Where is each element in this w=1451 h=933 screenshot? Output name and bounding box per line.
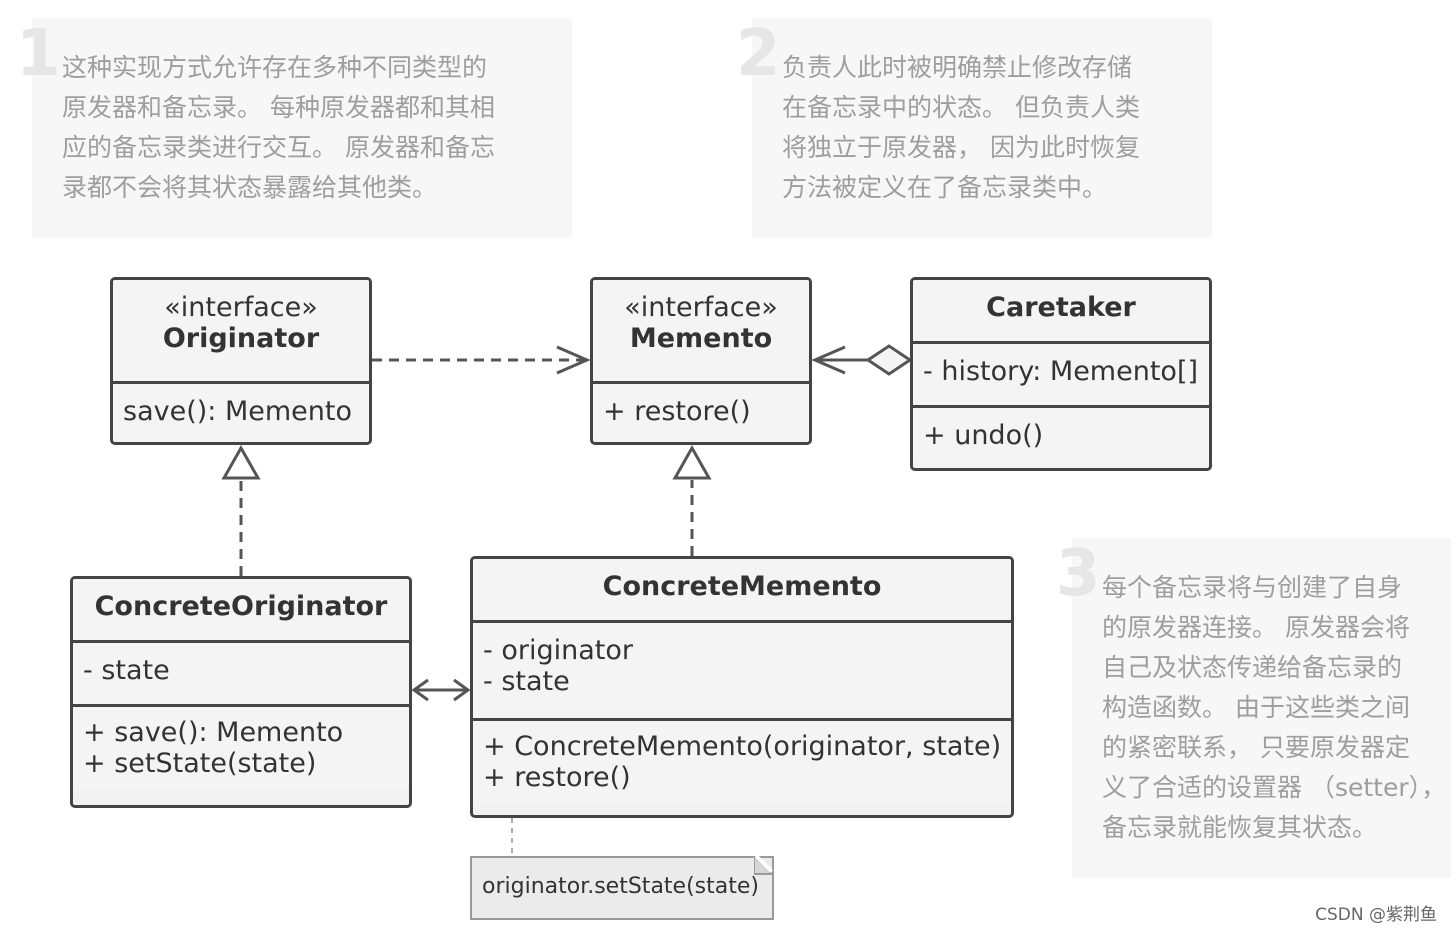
caretaker-fields: - history: Memento[] (913, 344, 1209, 408)
concrete-memento-method-2: + restore() (483, 762, 631, 793)
concrete-memento-method-1: + ConcreteMemento(originator, state) (483, 731, 1002, 762)
originator-methods: save(): Memento (113, 384, 369, 439)
originator-stereotype: «interface» (164, 292, 318, 323)
memento-method: + restore() (603, 396, 751, 427)
concrete-originator-name: ConcreteOriginator (94, 591, 388, 622)
concrete-originator-class: ConcreteOriginator - state + save(): Mem… (70, 576, 412, 808)
watermark: CSDN @紫荆鱼 (1315, 905, 1437, 925)
note-2-number: 2 (736, 17, 781, 91)
concrete-memento-fields: - originator - state (473, 623, 1011, 721)
note-1-number: 1 (16, 17, 61, 91)
note-1 (32, 18, 572, 238)
memento-methods: + restore() (593, 384, 809, 439)
memento-name: Memento (629, 323, 773, 354)
aggregation-diamond (865, 344, 913, 376)
originator-name: Originator (162, 323, 320, 354)
concrete-originator-fields: - state (73, 643, 409, 707)
concrete-memento-field-1: - originator (483, 635, 633, 666)
caretaker-name: Caretaker (986, 292, 1136, 323)
concrete-originator-method-1: + save(): Memento (83, 717, 344, 748)
note-2 (752, 18, 1212, 238)
caretaker-method: + undo() (923, 420, 1044, 451)
concrete-memento-name: ConcreteMemento (602, 571, 882, 602)
code-note: originator.setState(state) (470, 856, 774, 920)
association-arrow-right (453, 678, 471, 702)
concrete-originator-field: - state (83, 655, 170, 686)
memento-stereotype: «interface» (624, 292, 778, 323)
originator-header: «interface» Originator (113, 280, 369, 384)
memento-header: «interface» Memento (593, 280, 809, 384)
note-1-text: 这种实现方式允许存在多种不同类型的 原发器和备忘录。 每种原发器都和其相 应的备… (62, 53, 495, 202)
dependency-arrowhead (556, 345, 591, 375)
association-arrow-left (411, 678, 429, 702)
note-3-number: 3 (1056, 537, 1101, 611)
concrete-memento-header: ConcreteMemento (473, 559, 1011, 623)
originator-class: «interface» Originator save(): Memento (110, 277, 372, 445)
concrete-memento-class: ConcreteMemento - originator - state + C… (470, 556, 1014, 818)
realization-triangle-originator (221, 444, 261, 480)
concrete-originator-method-2: + setState(state) (83, 748, 317, 779)
concrete-memento-field-2: - state (483, 666, 570, 697)
code-note-fold-icon (754, 856, 774, 875)
aggregation-arrowhead (811, 345, 846, 375)
caretaker-methods: + undo() (913, 408, 1209, 463)
code-note-text: originator.setState(state) (482, 874, 759, 899)
concrete-originator-header: ConcreteOriginator (73, 579, 409, 643)
note-3-text: 每个备忘录将与创建了自身 的原发器连接。 原发器会将 自己及状态传递给备忘录的 … (1102, 573, 1447, 842)
concrete-memento-methods: + ConcreteMemento(originator, state) + r… (473, 721, 1011, 803)
caretaker-class: Caretaker - history: Memento[] + undo() (910, 277, 1212, 471)
caretaker-header: Caretaker (913, 280, 1209, 344)
memento-class: «interface» Memento + restore() (590, 277, 812, 445)
note-3 (1072, 538, 1451, 878)
concrete-originator-methods: + save(): Memento + setState(state) (73, 707, 409, 789)
note-2-text: 负责人此时被明确禁止修改存储 在备忘录中的状态。 但负责人类 将独立于原发器， … (782, 53, 1140, 202)
caretaker-field: - history: Memento[] (923, 356, 1199, 387)
realization-triangle-memento (672, 444, 712, 480)
originator-method: save(): Memento (123, 396, 352, 427)
